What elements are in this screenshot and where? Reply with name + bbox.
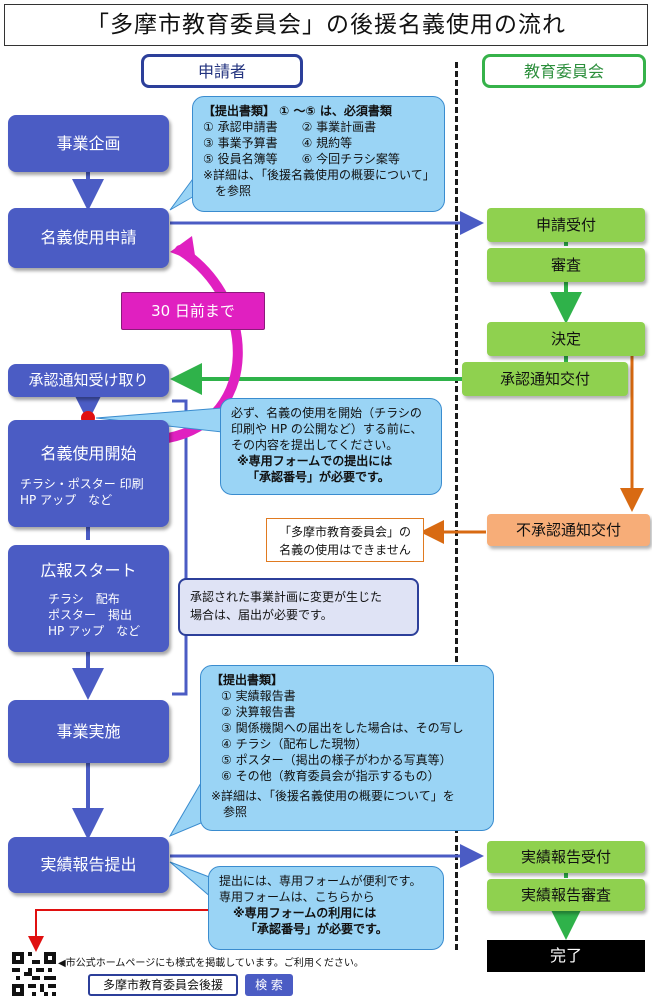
deadline-label: 30 日前まで <box>121 292 265 330</box>
step-promo-detail: チラシ 配布 <box>48 592 120 606</box>
step-promo-detail: HP アップ など <box>48 624 141 638</box>
callout-line: ⑤ 役員名簿等 ⑥ 今回チラシ案等 <box>203 152 400 166</box>
change-notice-line: 承認された事業計画に変更が生じた <box>190 590 383 604</box>
callout-line: ④ チラシ（配布した現物） <box>221 737 368 751</box>
change-bracket <box>172 399 188 696</box>
step-start-use-label: 名義使用開始 <box>40 444 137 463</box>
applicant-header: 申請者 <box>141 54 303 88</box>
callout-application-docs: 【提出書類】 ① ～⑤ は、必須書類 ① 承認申請書 ② 事業計画書 ③ 事業予… <box>192 96 445 212</box>
page-title: 「多摩市教育委員会」の後援名義使用の流れ <box>4 4 648 46</box>
change-notice: 承認された事業計画に変更が生じた 場合は、届出が必要です。 <box>178 578 419 636</box>
board-header: 教育委員会 <box>482 54 646 88</box>
step-review: 審査 <box>487 248 645 282</box>
callout-report-docs: 【提出書類】 ① 実績報告書 ② 決算報告書 ③ 関係機関への届出をした場合は、… <box>200 665 494 831</box>
step-start-use: 名義使用開始 チラシ・ポスター 印刷 HP アップ など <box>8 420 169 527</box>
step-planning: 事業企画 <box>8 115 169 172</box>
reject-message-line: 「多摩市教育委員会」の <box>278 525 411 539</box>
callout-line: ※詳細は、「後援名義使用の概要について」を <box>211 789 455 803</box>
step-approve-notice: 承認通知交付 <box>462 362 628 396</box>
step-apply: 名義使用申請 <box>8 208 169 268</box>
callout-line: ① 実績報告書 <box>221 689 296 703</box>
callout-line: ⑥ その他（教育委員会が指示するもの） <box>221 769 440 783</box>
callout-pointer <box>169 861 213 900</box>
step-receive-approval: 承認通知受け取り <box>8 364 169 397</box>
footer-note: ◀市公式ホームページにも様式を掲載しています。ご利用ください。 <box>58 958 364 969</box>
callout-line: 必ず、名義の使用を開始（チラシの <box>231 406 422 420</box>
step-receive: 申請受付 <box>487 208 645 242</box>
callout-line: 参照 <box>211 805 248 819</box>
step-report-receive: 実績報告受付 <box>487 841 645 873</box>
deadline-arrowhead <box>170 236 196 262</box>
step-complete: 完了 <box>487 940 645 972</box>
form-link[interactable]: 専用フォームは、こちらから <box>219 890 375 904</box>
callout-line: ① 承認申請書 ② 事業計画書 <box>203 120 377 134</box>
callout-line: を参照 <box>203 184 252 198</box>
callout-line: ※詳細は、「後援名義使用の概要について」 <box>203 168 435 182</box>
callout-line: ③ 関係機関への届出をした場合は、その写し <box>221 721 464 735</box>
callout-line: 印刷や HP の公開など）する前に、 <box>231 422 423 436</box>
search-term-box[interactable]: 多摩市教育委員会後援 <box>88 974 238 996</box>
search-button[interactable]: 検 索 <box>245 974 293 996</box>
step-start-use-detail: HP アップ など <box>20 493 113 507</box>
callout-line: 提出には、専用フォームが便利です。 <box>219 874 422 888</box>
callout-line: ※専用フォームでの提出には <box>237 454 393 468</box>
reject-message-line: 名義の使用はできません <box>279 543 411 557</box>
callout-line: ⑤ ポスター（掲出の様子がわかる写真等） <box>221 753 452 767</box>
step-promo: 広報スタート チラシ 配布 ポスター 掲出 HP アップ など <box>8 545 169 652</box>
callout-line: ② 決算報告書 <box>221 705 296 719</box>
callout-line: ③ 事業予算書 ④ 規約等 <box>203 136 353 150</box>
step-report-review: 実績報告審査 <box>487 879 645 911</box>
callout-start-use: 必ず、名義の使用を開始（チラシの 印刷や HP の公開など）する前に、 その内容… <box>220 398 442 495</box>
step-promo-detail: ポスター 掲出 <box>48 608 133 622</box>
step-promo-label: 広報スタート <box>40 561 137 580</box>
callout-line: 【提出書類】 ① ～⑤ は、必須書類 <box>203 104 392 118</box>
step-report: 実績報告提出 <box>8 837 169 893</box>
reject-message: 「多摩市教育委員会」の 名義の使用はできません <box>266 518 424 562</box>
step-decide: 決定 <box>487 322 645 356</box>
step-execute: 事業実施 <box>8 700 169 763</box>
change-notice-line: 場合は、届出が必要です。 <box>190 608 333 622</box>
lane-divider <box>455 62 458 950</box>
callout-line: 「承認番号」が必要です。 <box>245 922 388 936</box>
qr-code[interactable] <box>12 952 56 996</box>
qr-code-icon <box>12 952 56 996</box>
step-start-use-detail: チラシ・ポスター 印刷 <box>20 477 144 491</box>
callout-form: 提出には、専用フォームが便利です。 専用フォームは、こちらから ※専用フォームの… <box>208 866 444 950</box>
callout-line: 「承認番号」が必要です。 <box>247 470 390 484</box>
callout-line: 【提出書類】 <box>211 673 284 687</box>
callout-line: ※専用フォームの利用には <box>233 906 377 920</box>
callout-line: その内容を提出してください。 <box>231 438 399 452</box>
step-reject-notice: 不承認通知交付 <box>487 514 650 546</box>
